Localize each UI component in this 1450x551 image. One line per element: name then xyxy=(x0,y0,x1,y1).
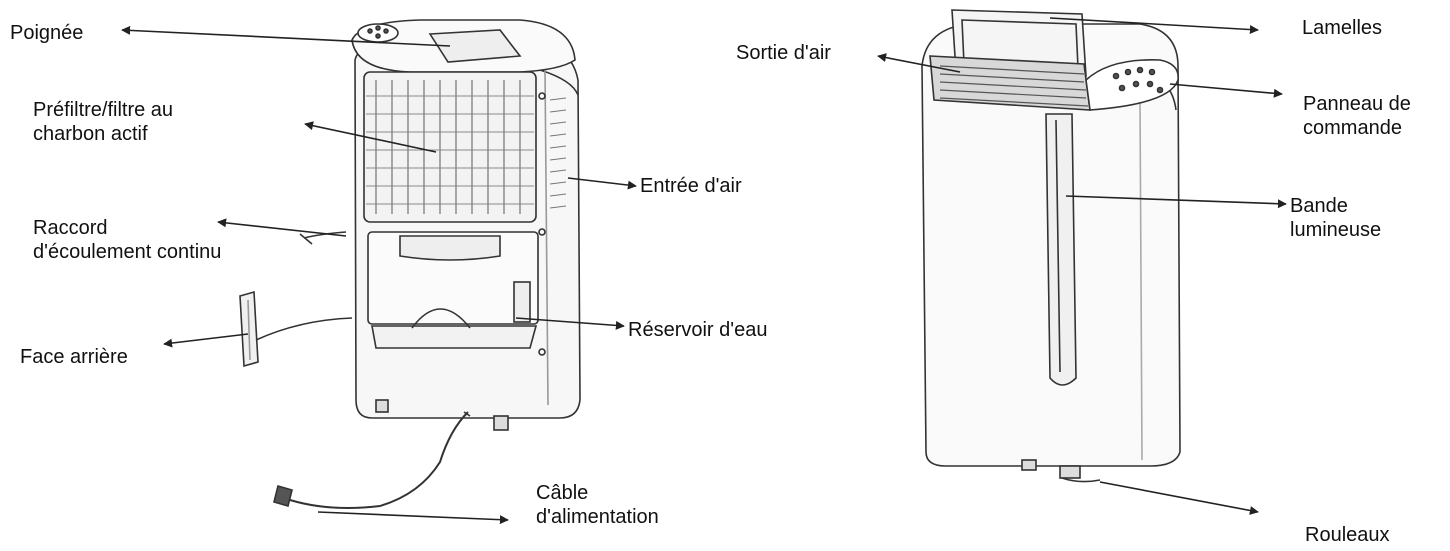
label-face-arriere: Face arrière xyxy=(20,346,128,368)
label-poignee: Poignée xyxy=(10,22,84,44)
label-rouleaux: Rouleaux xyxy=(1305,524,1390,546)
label-prefiltre: Préfiltre/filtre au charbon actif xyxy=(33,99,174,145)
label-reservoir: Réservoir d'eau xyxy=(628,319,768,341)
label-sortie-air: Sortie d'air xyxy=(736,42,831,64)
label-entree-air: Entrée d'air xyxy=(640,175,742,197)
rear-view-unit xyxy=(239,19,581,509)
label-lamelles: Lamelles xyxy=(1302,17,1383,39)
label-panneau: Panneau de commande xyxy=(1303,93,1411,139)
callout-arrows xyxy=(121,17,1287,525)
label-raccord: Raccord d'écoulement continu xyxy=(33,217,222,263)
front-view-unit xyxy=(921,9,1181,483)
label-cable: Câble d'alimentation xyxy=(536,482,659,528)
label-bande: Bande lumineuse xyxy=(1290,195,1382,241)
